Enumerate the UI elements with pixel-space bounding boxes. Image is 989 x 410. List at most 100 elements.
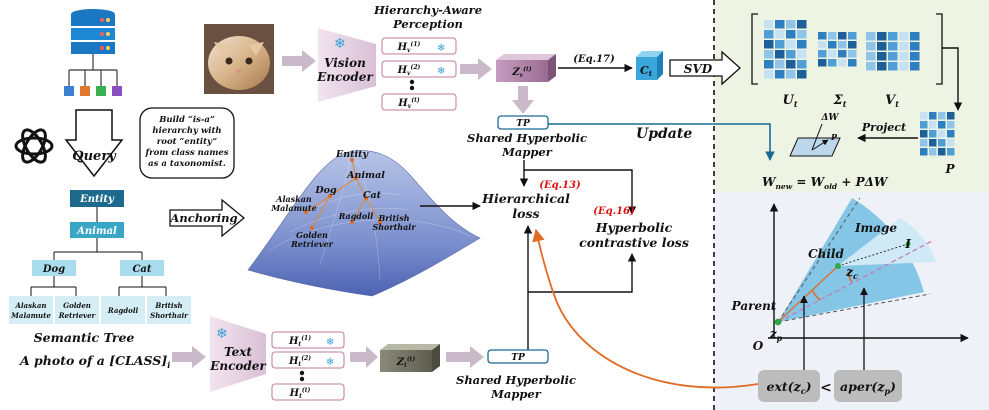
- z-vision-block: [496, 54, 556, 82]
- matrix-v: [866, 32, 920, 71]
- vision-token-t: Hv(t): [397, 97, 420, 110]
- matrix-sigma: [818, 32, 857, 67]
- matrix-cell: [888, 62, 898, 71]
- text-token-t: Ht(t): [289, 387, 311, 400]
- text-token-list: ❄ ❄: [271, 331, 345, 401]
- matrix-cell: [910, 52, 920, 61]
- surface-node-entity: Entity: [335, 149, 370, 160]
- aper-box: [834, 370, 902, 402]
- zp-label: zp: [769, 327, 783, 343]
- update-label: Update: [636, 126, 692, 142]
- tree-leaf-ragdoll: [101, 296, 145, 324]
- matrix-cell: [838, 59, 847, 67]
- matrix-cell: [786, 20, 796, 29]
- text-encoder: [210, 316, 266, 392]
- mapper-tp-bottom: [487, 349, 549, 364]
- z-text-to-mapper-arrow: [446, 346, 484, 368]
- image-label: Image: [854, 221, 897, 235]
- matrix-cell: [866, 32, 876, 41]
- matrix-cell: [818, 50, 827, 58]
- matrix-cell: [899, 62, 909, 71]
- vision-encoder-l1: Vision: [324, 56, 366, 70]
- perception-title-l2: Perception: [392, 17, 463, 31]
- matrix-cell: [866, 52, 876, 61]
- matrix-cell: [938, 139, 946, 147]
- query-arrow: [64, 109, 124, 178]
- tree-node-animal: [70, 222, 124, 238]
- vision-token-1-frozen-icon: ❄: [437, 43, 445, 54]
- ct-label: Ct: [640, 64, 653, 78]
- matrix-cell: [786, 40, 796, 49]
- text-token-2: Ht(2): [288, 355, 311, 368]
- hier-loss-l2: loss: [512, 206, 539, 221]
- anchoring-label: Anchoring: [169, 211, 237, 225]
- matrix-cell: [866, 62, 876, 71]
- mapper-tp-top-label: TP: [516, 119, 530, 129]
- prompt-line-1: Build “is-a”: [158, 115, 215, 125]
- contrast-loss-l2: contrastive loss: [579, 235, 689, 250]
- cone-loss-curve: [532, 228, 759, 389]
- matrix-cell: [877, 42, 887, 51]
- matrix-cell: [838, 50, 847, 58]
- tree-node-entity: [70, 190, 124, 207]
- matrix-cell: [848, 32, 857, 40]
- matrix-cell: [786, 60, 796, 69]
- prompt-line-4: from class names: [144, 148, 228, 158]
- llm-logo-icon: [14, 128, 54, 164]
- tree-node-cat-label: Cat: [132, 264, 151, 275]
- matrix-cell: [947, 112, 955, 120]
- v-label: Vt: [885, 93, 899, 109]
- mapper-top-l1: Shared Hyperbolic: [467, 131, 587, 145]
- matrix-cell: [775, 70, 785, 79]
- matrix-cell: [838, 32, 847, 40]
- surface-node-british-l2: Shorthair: [372, 222, 416, 232]
- matrix-cell: [797, 40, 807, 49]
- prompt-line-2: hierarchy with: [152, 126, 221, 136]
- matrix-cell: [920, 112, 928, 120]
- matrix-cell: [828, 41, 837, 49]
- tree-node-cat: [120, 260, 164, 276]
- perception-title-l1: Hierarchy-Aware: [373, 3, 482, 17]
- text-token-1-frozen-icon: ❄: [326, 337, 334, 348]
- matrix-cell: [764, 60, 774, 69]
- tree-leaf-golden-l1: Golden: [63, 301, 91, 310]
- tree-leaf-british-l1: British: [154, 301, 182, 310]
- tree-leaf-ragdoll-l1: Ragdoll: [107, 306, 139, 315]
- matrix-cell: [797, 50, 807, 59]
- matrix-cell: [786, 70, 796, 79]
- matrix-cell: [888, 52, 898, 61]
- image-to-vision-encoder-arrow: [282, 50, 316, 72]
- matrix-cell: [775, 60, 785, 69]
- matrix-cell: [947, 121, 955, 129]
- text-encoder-l1: Text: [224, 345, 252, 359]
- matrix-cell: [929, 139, 937, 147]
- matrix-cell: [786, 30, 796, 39]
- matrix-u: [764, 20, 807, 79]
- matrix-cell: [920, 139, 928, 147]
- matrix-cell: [848, 50, 857, 58]
- matrix-cell: [764, 40, 774, 49]
- matrix-cell: [899, 42, 909, 51]
- matrix-cell: [947, 139, 955, 147]
- eq16-label: (Eq.16): [593, 206, 635, 217]
- matrix-cell: [888, 32, 898, 41]
- vision-encoder: [318, 28, 376, 102]
- matrix-cell: [818, 59, 827, 67]
- matrix-cell: [764, 20, 774, 29]
- tree-node-dog: [32, 260, 76, 276]
- mapper-bottom-l1: Shared Hyperbolic: [456, 373, 576, 387]
- projection-plane: [789, 123, 841, 157]
- less-than-label: <: [820, 380, 832, 396]
- surface-node-cat: Cat: [363, 190, 382, 201]
- update-arrow: [548, 123, 775, 161]
- vision-token-2: Hv(2): [397, 64, 421, 77]
- matrix-cell: [797, 60, 807, 69]
- surface-node-dog: Dog: [314, 185, 337, 196]
- aper-label: aper(zp): [840, 379, 896, 396]
- matrix-cell: [938, 112, 946, 120]
- p-label: P: [944, 162, 955, 176]
- tree-leaf-alaskan-l1: Alaskan: [14, 301, 46, 310]
- surface-node-animal: Animal: [346, 170, 385, 181]
